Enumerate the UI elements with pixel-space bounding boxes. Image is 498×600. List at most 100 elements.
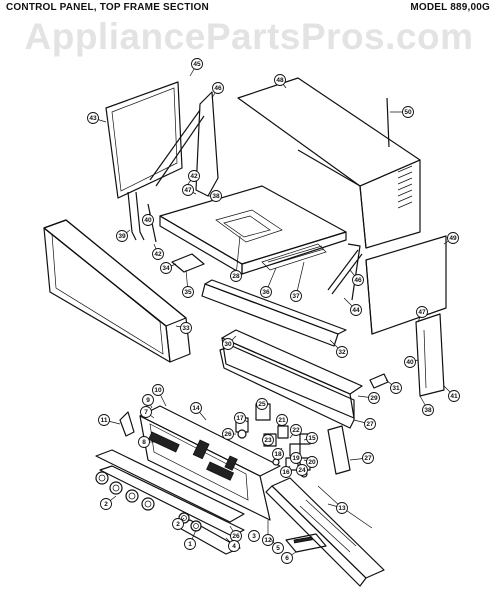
callout-label: 17 xyxy=(236,415,244,422)
callout-label: 26 xyxy=(232,533,240,540)
callout-47: 47 xyxy=(182,184,197,196)
callout-label: 32 xyxy=(338,349,346,356)
callout-label: 20 xyxy=(308,459,316,466)
callout-bubble xyxy=(306,456,318,468)
callout-bubble xyxy=(138,436,150,448)
callout-bubble xyxy=(336,502,348,514)
callout-17: 17 xyxy=(234,412,249,424)
callout-label: 38 xyxy=(424,407,432,414)
callout-40: 40 xyxy=(404,356,419,368)
callout-label: 12 xyxy=(264,537,272,544)
callout-label: 5 xyxy=(276,545,280,552)
callout-label: 22 xyxy=(292,427,300,434)
callout-35: 35 xyxy=(182,269,194,298)
callout-bubble xyxy=(352,274,364,286)
callout-label: 44 xyxy=(352,307,360,314)
callout-label: 24 xyxy=(298,467,306,474)
callout-43: 43 xyxy=(87,112,107,124)
callout-33: 33 xyxy=(175,322,192,334)
callout-7: 7 xyxy=(140,406,155,419)
callout-leader xyxy=(235,235,241,277)
control-panel xyxy=(139,405,281,521)
callout-3: 3 xyxy=(248,530,260,542)
callout-49: 49 xyxy=(443,232,459,245)
callout-bubble xyxy=(390,382,402,394)
callout-bubble xyxy=(142,214,154,226)
callout-46: 46 xyxy=(349,269,364,286)
mount-bracket xyxy=(119,411,135,437)
callout-45: 45 xyxy=(189,58,203,77)
frame-base xyxy=(159,185,347,275)
callout-48: 48 xyxy=(274,74,287,89)
callout-34: 34 xyxy=(160,262,177,274)
callout-label: 36 xyxy=(262,289,270,296)
callout-bubble xyxy=(402,106,414,118)
callout-1: 1 xyxy=(184,529,197,550)
callout-38: 38 xyxy=(208,190,222,202)
callout-label: 29 xyxy=(370,395,378,402)
callout-label: 42 xyxy=(154,251,162,258)
callout-label: 1 xyxy=(188,541,192,548)
callout-28: 28 xyxy=(230,235,242,282)
callout-23: 23 xyxy=(262,434,274,446)
callout-label: 28 xyxy=(232,273,240,280)
callout-30: 30 xyxy=(222,335,237,350)
callout-bubble xyxy=(368,392,380,404)
callout-bubble xyxy=(422,404,434,416)
callout-label: 40 xyxy=(144,217,152,224)
callout-label: 41 xyxy=(450,393,458,400)
callout-bubble xyxy=(364,418,376,430)
callout-20: 20 xyxy=(303,456,318,468)
callout-bubble xyxy=(191,58,203,70)
callout-label: 18 xyxy=(274,451,282,458)
callout-bubble xyxy=(404,356,416,368)
callout-label: 33 xyxy=(182,325,190,332)
callout-bubble xyxy=(290,452,302,464)
callout-bubble xyxy=(260,286,272,298)
front-strip xyxy=(201,279,347,347)
callout-bubble xyxy=(262,534,274,546)
callout-bubble xyxy=(142,394,154,406)
callout-bubble xyxy=(222,338,234,350)
callout-bubble xyxy=(182,286,194,298)
callout-10: 10 xyxy=(152,384,167,407)
callout-50: 50 xyxy=(390,106,414,118)
callout-label: 2 xyxy=(176,521,180,528)
callout-bubble xyxy=(276,414,288,426)
callout-label: 50 xyxy=(404,109,412,116)
callout-bubble xyxy=(272,448,284,460)
callout-bubble xyxy=(172,518,184,530)
lower-rail xyxy=(265,477,385,587)
callout-40: 40 xyxy=(142,211,154,226)
callout-32: 32 xyxy=(329,339,348,358)
callout-5: 5 xyxy=(269,537,284,554)
callout-9: 9 xyxy=(142,394,154,409)
callout-label: 2 xyxy=(104,501,108,508)
callout-bubble xyxy=(281,552,293,564)
callout-label: 15 xyxy=(308,435,316,442)
callout-39: 39 xyxy=(116,229,131,242)
side-bracket xyxy=(327,425,351,475)
model-number: MODEL 889,00G xyxy=(410,2,490,13)
callout-label: 47 xyxy=(184,187,192,194)
callout-bubble xyxy=(262,434,274,446)
latch xyxy=(369,373,389,389)
bracket xyxy=(149,91,219,197)
callout-label: 45 xyxy=(193,61,201,68)
callout-bubble xyxy=(290,424,302,436)
callout-bubble xyxy=(210,190,222,202)
callout-13: 13 xyxy=(327,502,348,514)
callout-label: 8 xyxy=(142,439,146,446)
callout-bubble xyxy=(230,270,242,282)
callout-11: 11 xyxy=(98,414,121,426)
callout-label: 40 xyxy=(406,359,414,366)
callout-44: 44 xyxy=(343,297,362,316)
callout-bubble xyxy=(188,170,200,182)
callout-42: 42 xyxy=(187,170,200,185)
callout-bubble xyxy=(212,82,224,94)
callout-bubble xyxy=(256,398,268,410)
callout-bubble xyxy=(234,412,246,424)
callout-19: 19 xyxy=(290,452,302,464)
callout-label: 21 xyxy=(278,417,286,424)
rear-panel xyxy=(105,81,183,199)
